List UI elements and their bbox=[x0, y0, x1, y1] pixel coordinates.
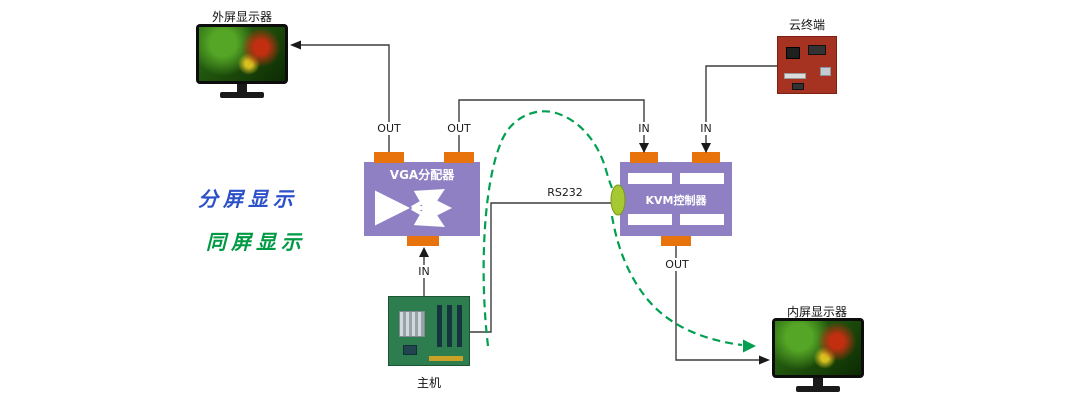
pcb-chip bbox=[808, 45, 826, 55]
legend-split-screen: 分屏显示 bbox=[198, 187, 298, 211]
kvm-slot bbox=[680, 173, 724, 184]
kvm-out-connector bbox=[661, 236, 691, 246]
board-chip bbox=[403, 345, 417, 355]
line-cloud-to-kvm bbox=[705, 65, 777, 152]
vga-in-connector bbox=[407, 236, 439, 246]
monitor-picture bbox=[775, 321, 861, 375]
internal-monitor-image bbox=[772, 318, 864, 392]
arrowhead-up bbox=[419, 247, 429, 257]
port-label-kvm-in-right: IN bbox=[697, 122, 715, 135]
kvm-slot bbox=[628, 214, 672, 225]
green-dashed-path-up bbox=[482, 110, 616, 347]
port-label-vga-out-left: OUT bbox=[374, 122, 404, 135]
kvm-in-left-connector bbox=[630, 152, 658, 163]
green-arrowhead-right bbox=[743, 339, 756, 353]
monitor-picture bbox=[199, 27, 285, 81]
cloud-terminal-board-image bbox=[777, 36, 837, 94]
port-label-kvm-out: OUT bbox=[662, 258, 692, 271]
port-label-vga-in: IN bbox=[415, 265, 433, 278]
ram-slot bbox=[437, 305, 442, 347]
line-vga-to-kvm bbox=[458, 99, 645, 152]
monitor-screen bbox=[772, 318, 864, 378]
split-arrows-icon bbox=[375, 189, 452, 227]
monitor-neck bbox=[237, 84, 247, 92]
kvm-slot bbox=[680, 214, 724, 225]
port-label-kvm-in-left: IN bbox=[635, 122, 653, 135]
line-vga-to-external-monitor bbox=[292, 44, 390, 152]
line-host-rs232-to-kvm bbox=[470, 202, 613, 333]
vga-splitter-label: VGA分配器 bbox=[389, 168, 455, 182]
monitor-neck bbox=[813, 378, 823, 386]
cloud-terminal-label: 云终端 bbox=[789, 18, 826, 32]
legend-same-screen: 同屏显示 bbox=[206, 230, 306, 254]
vga-out-left-connector bbox=[374, 152, 404, 163]
kvm-in-right-connector bbox=[692, 152, 720, 163]
port-label-rs232: RS232 bbox=[544, 186, 586, 199]
monitor-base bbox=[796, 386, 840, 392]
edge-connector bbox=[429, 356, 463, 361]
kvm-controller-label: KVM控制器 bbox=[645, 194, 707, 207]
external-monitor-label: 外屏显示器 bbox=[212, 10, 273, 24]
vga-splitter-box: VGA分配器 bbox=[364, 162, 480, 236]
monitor-screen bbox=[196, 24, 288, 84]
host-board-image bbox=[388, 296, 470, 366]
ram-slot bbox=[457, 305, 462, 347]
ram-slot bbox=[447, 305, 452, 347]
cpu-heatsink bbox=[399, 311, 425, 337]
pcb-chip bbox=[792, 83, 804, 90]
host-label: 主机 bbox=[417, 376, 442, 390]
pcb-chip bbox=[786, 47, 800, 59]
kvm-controller-box: KVM控制器 bbox=[620, 162, 732, 236]
kvm-slot bbox=[628, 173, 672, 184]
arrowhead-right bbox=[759, 355, 770, 365]
pcb-slot bbox=[784, 73, 806, 79]
arrowhead-left bbox=[290, 40, 301, 50]
external-monitor-image bbox=[196, 24, 288, 98]
port-label-vga-out-right: OUT bbox=[444, 122, 474, 135]
vga-out-right-connector bbox=[444, 152, 474, 163]
internal-monitor-label: 内屏显示器 bbox=[787, 305, 848, 319]
pcb-component bbox=[820, 67, 831, 76]
monitor-base bbox=[220, 92, 264, 98]
